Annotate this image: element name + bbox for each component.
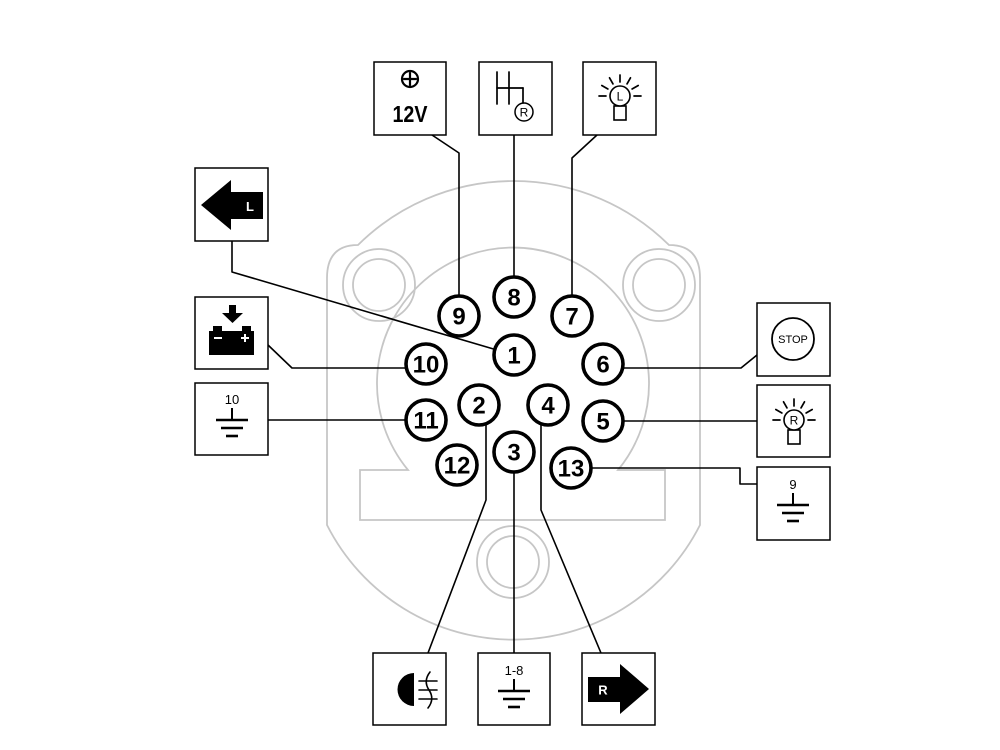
right-arrow-icon [588,664,649,714]
gear-shift-icon [496,71,534,122]
terminal-label-indicator-right: R [598,683,608,698]
mounting-hole-top-left-boss [342,248,416,322]
pin-4: 4 [526,383,570,427]
pin-7: 7 [550,294,594,338]
pin-5-circle [581,399,625,443]
pin-3: 3 [492,430,536,474]
wire-pin-7 [571,134,598,316]
ground-icon [216,408,248,438]
pin-9: 9 [437,294,481,338]
mounting-hole-bottom-boss [476,525,550,599]
pin-6-circle [581,342,625,386]
plus-circle-icon [400,69,420,89]
pin-2-number: 2 [472,393,485,420]
terminal-label-stop: STOP [778,334,808,346]
pin-10-number: 10 [413,352,440,379]
ground-icon [498,679,530,709]
terminal-box-ground-9: 9 [756,466,831,541]
pin-12: 12 [435,443,479,487]
lamp-icon [598,74,642,121]
left-arrow-icon [201,180,263,230]
terminal-label-indicator-left: L [246,199,254,214]
mounting-hole-top-right [632,258,686,312]
terminal-label-ground-1-8: 1-8 [505,663,524,678]
pin-8-circle [492,275,536,319]
pin-9-number: 9 [452,304,465,331]
wires [231,134,758,654]
housing-outer-contour [326,180,701,641]
pin-13-circle [549,446,593,490]
pin-12-circle [435,443,479,487]
pin-6: 6 [581,342,625,386]
wire-pin-13 [571,467,757,485]
pin-7-circle [550,294,594,338]
pin-1-circle [492,333,536,377]
terminal-box-12v: 12V [373,61,447,136]
pin-3-circle [492,430,536,474]
pin-11-circle [404,398,448,442]
terminal-box-ground-10: 10 [194,382,269,456]
wire-pin-10 [267,344,426,369]
pin-11: 11 [404,398,448,442]
wire-pin-9 [431,134,460,316]
terminal-box-reverse: R [478,61,553,136]
pin-10: 10 [404,342,448,386]
pin-2: 2 [457,383,501,427]
pin-7-number: 7 [565,304,578,331]
terminal-label-12v: 12V [393,101,429,127]
pin-13: 13 [549,446,593,490]
battery-charge-icon [209,305,254,355]
pin-10-circle [404,342,448,386]
fog-lamp-icon [397,671,438,709]
pin-1: 1 [492,333,536,377]
terminal-box-reverse-frame [478,61,553,136]
terminal-box-fog [372,652,447,726]
terminal-box-tail-left: L [582,61,657,136]
terminal-label-ground-9: 9 [789,477,796,492]
terminal-label-tail-left: L [617,90,624,104]
pin-3-number: 3 [507,440,520,467]
ground-icon [777,493,809,523]
socket-pins: 1 2 3 4 5 6 7 8 [404,275,625,490]
terminal-label-tail-right: R [790,414,799,428]
pin-9-circle [437,294,481,338]
terminal-box-ground-1-8: 1-8 [477,652,551,726]
terminal-box-tail-right: R [756,384,831,458]
pin-8: 8 [492,275,536,319]
pin-2-circle [457,383,501,427]
wire-pin-6 [603,354,758,369]
pin-6-number: 6 [596,352,609,379]
pin-5-number: 5 [596,409,609,436]
terminal-box-charge [194,296,269,370]
pin-13-number: 13 [558,456,585,483]
pin-11-number: 11 [413,408,438,435]
pin-12-number: 12 [444,453,471,480]
pin-8-number: 8 [507,285,520,312]
mounting-hole-bottom [486,535,540,589]
pin-4-number: 4 [541,393,555,420]
pin-5: 5 [581,399,625,443]
wire-pin-1 [231,241,515,356]
pin-1-number: 1 [507,343,520,370]
stop-icon [771,317,815,361]
terminal-label-reverse: R [520,106,529,120]
terminal-label-ground-10: 10 [225,392,239,407]
wire-pin-4 [540,405,602,654]
terminal-box-indicator-left: L [194,167,269,242]
terminal-box-indicator-right: R [581,652,656,726]
pin-4-circle [526,383,570,427]
mounting-hole-top-right-boss [622,248,696,322]
lamp-icon [772,398,816,445]
terminal-box-stop: STOP [756,302,831,377]
wire-pin-2 [427,405,487,654]
mounting-hole-top-left [352,258,406,312]
